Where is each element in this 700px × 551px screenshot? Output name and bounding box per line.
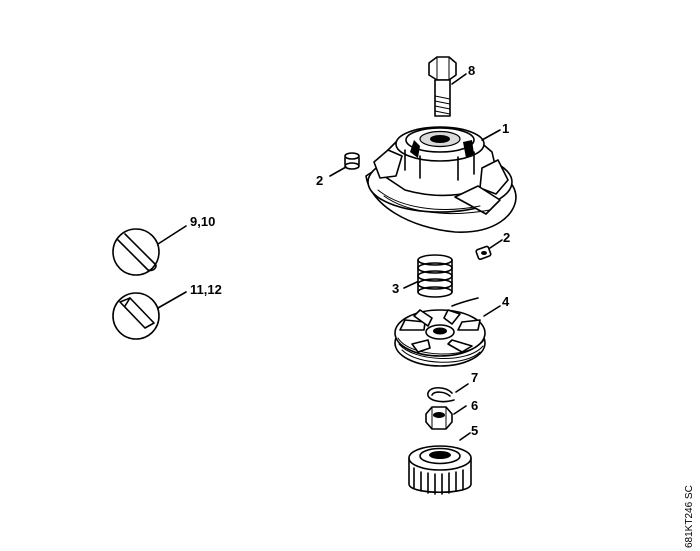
part-5-cap[interactable]: [408, 445, 472, 495]
label-part-8: 8: [468, 63, 475, 78]
label-11-12: 11,12: [190, 282, 222, 297]
line-square-cross-section[interactable]: [112, 292, 160, 340]
line-round-cross-section[interactable]: [112, 228, 160, 276]
part-4-spool[interactable]: [394, 297, 486, 367]
label-part-1: 1: [502, 121, 509, 136]
leader-2-upper: [329, 166, 347, 177]
leader-6: [453, 405, 467, 415]
leader-11-12: [157, 291, 187, 309]
label-part-7: 7: [471, 370, 478, 385]
part-8-bolt[interactable]: [428, 56, 457, 117]
label-9-10: 9,10: [190, 214, 215, 229]
leader-4: [483, 305, 501, 317]
part-2-plug-lower[interactable]: [475, 245, 492, 260]
leader-2-lower: [489, 239, 503, 249]
leader-5: [459, 432, 471, 441]
part-7-circlip[interactable]: [427, 386, 455, 403]
label-part-3: 3: [392, 281, 399, 296]
leader-7: [455, 383, 469, 393]
part-6-nut[interactable]: [425, 406, 453, 430]
leader-3: [403, 281, 418, 289]
part-2-plug-upper[interactable]: [344, 152, 360, 170]
label-part-5: 5: [471, 423, 478, 438]
leader-1: [481, 129, 501, 141]
part-3-spring[interactable]: [417, 254, 453, 298]
label-part-6: 6: [471, 398, 478, 413]
drawing-code: 681KT246 SC: [684, 485, 695, 548]
leader-9-10: [157, 225, 187, 245]
label-part-2-upper: 2: [316, 173, 323, 188]
label-part-4: 4: [502, 294, 510, 309]
label-part-2-lower: 2: [503, 230, 510, 245]
leader-8: [451, 73, 467, 85]
part-1-housing[interactable]: [365, 126, 517, 233]
